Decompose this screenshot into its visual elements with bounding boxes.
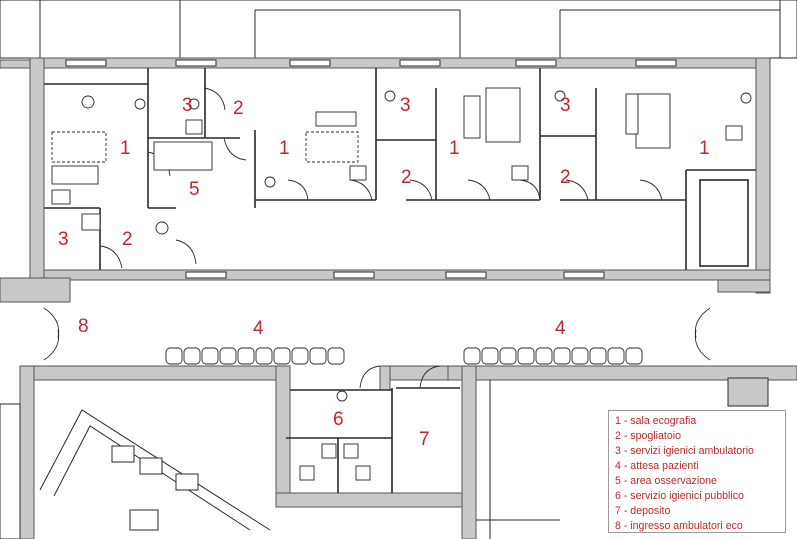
room-label: 1 (120, 138, 131, 159)
room-labels: 1 1 1 1 2 2 2 2 3 3 3 3 4 4 5 6 7 8 (58, 95, 710, 450)
room-label: 3 (182, 95, 193, 116)
room-label: 6 (333, 409, 344, 430)
room-label: 1 (699, 138, 710, 159)
partitions (44, 68, 756, 493)
room-label: 3 (560, 95, 571, 116)
room-label: 2 (122, 229, 133, 250)
room-label: 2 (401, 167, 412, 188)
legend-item: 4 - attesa pazienti (615, 460, 699, 472)
room-label: 5 (189, 179, 200, 200)
room-label: 4 (555, 318, 566, 339)
legend-item: 6 - servizio igienici pubblico (615, 490, 744, 502)
top-building-outline (0, 0, 797, 59)
room-label: 3 (400, 95, 411, 116)
legend-item: 8 - ingresso ambulatori eco (615, 520, 743, 532)
room-label: 7 (419, 429, 430, 450)
room-label: 4 (253, 318, 264, 339)
room-label: 8 (78, 316, 89, 337)
lower-left-building (0, 377, 769, 539)
legend-item: 7 - deposito (615, 505, 671, 517)
room-label: 2 (233, 98, 244, 119)
room-label: 3 (58, 229, 69, 250)
windows (65, 59, 677, 279)
furniture (51, 87, 752, 481)
legend-item: 2 - spogliatoio (615, 430, 681, 442)
room-label: 1 (279, 138, 290, 159)
waiting-seats (165, 347, 643, 365)
room-label: 2 (560, 167, 571, 188)
legend-item: 5 - area osservazione (615, 475, 717, 487)
room-label: 1 (449, 138, 460, 159)
legend-item: 1 - sala ecografia (615, 415, 697, 427)
legend: 1 - sala ecografia 2 - spogliatoio 3 - s… (608, 410, 786, 533)
legend-item: 3 - servizi igienici ambulatorio (615, 445, 754, 457)
door-swings (43, 87, 711, 389)
